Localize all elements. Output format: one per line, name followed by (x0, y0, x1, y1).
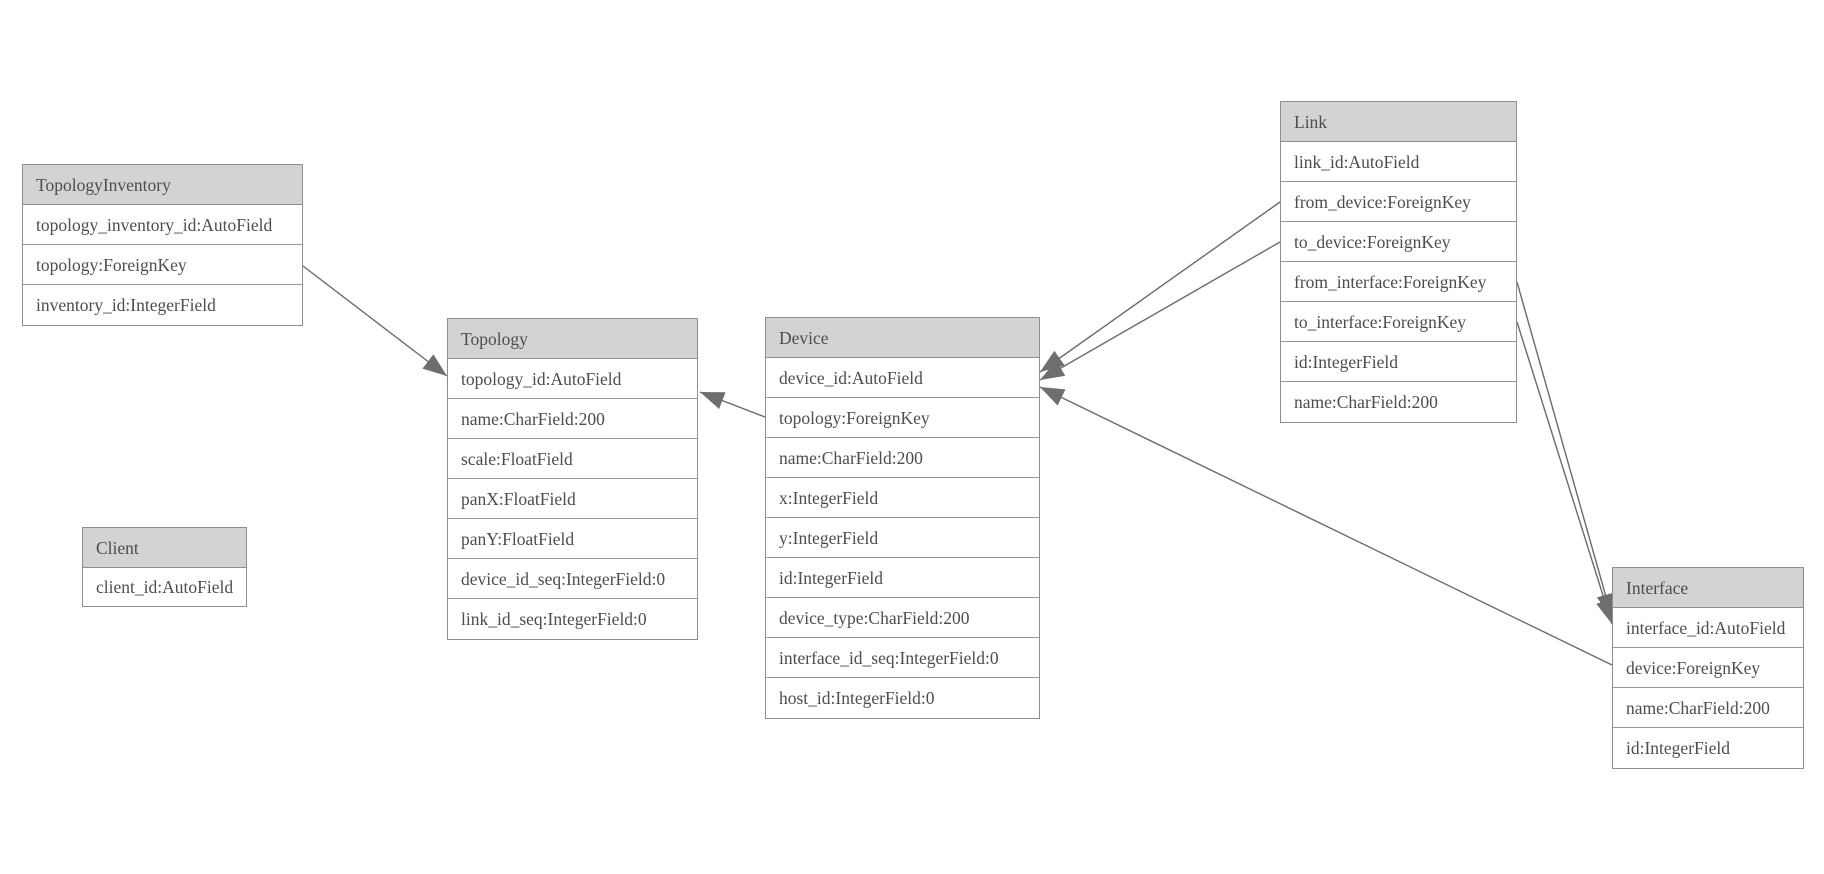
entity-link: Link link_id:AutoField from_device:Forei… (1280, 101, 1517, 423)
entity-field-row: topology:ForeignKey (766, 398, 1039, 438)
entity-field-row: name:CharField:200 (1281, 382, 1516, 422)
relation-interface-device (1039, 386, 1613, 666)
entity-field-row: x:IntegerField (766, 478, 1039, 518)
entity-device-title: Device (766, 318, 1039, 358)
entity-field-row: interface_id_seq:IntegerField:0 (766, 638, 1039, 678)
entity-interface: Interface interface_id:AutoField device:… (1612, 567, 1804, 769)
entity-topologyinventory: TopologyInventory topology_inventory_id:… (22, 164, 303, 326)
entity-field-row: to_device:ForeignKey (1281, 222, 1516, 262)
relation-link-todevice-device (1039, 241, 1281, 381)
entity-device: Device device_id:AutoField topology:Fore… (765, 317, 1040, 719)
relation-link-frominterface-interface (1516, 281, 1615, 619)
entity-field-row: host_id:IntegerField:0 (766, 678, 1039, 718)
entity-field-row: device:ForeignKey (1613, 648, 1803, 688)
relation-link-tointerface-interface (1516, 321, 1614, 625)
entity-field-row: client_id:AutoField (83, 568, 246, 606)
entity-field-row: id:IntegerField (1281, 342, 1516, 382)
entity-client-title: Client (83, 528, 246, 568)
relation-device-topology (699, 391, 766, 418)
entity-topology: Topology topology_id:AutoField name:Char… (447, 318, 698, 640)
entity-field-row: from_interface:ForeignKey (1281, 262, 1516, 302)
entity-client: Client client_id:AutoField (82, 527, 247, 607)
entity-field-row: panX:FloatField (448, 479, 697, 519)
entity-field-row: id:IntegerField (766, 558, 1039, 598)
entity-field-row: id:IntegerField (1613, 728, 1803, 768)
entity-interface-title: Interface (1613, 568, 1803, 608)
entity-topology-title: Topology (448, 319, 697, 359)
entity-field-row: link_id_seq:IntegerField:0 (448, 599, 697, 639)
entity-link-title: Link (1281, 102, 1516, 142)
entity-field-row: name:CharField:200 (448, 399, 697, 439)
entity-field-row: topology_inventory_id:AutoField (23, 205, 302, 245)
entity-field-row: panY:FloatField (448, 519, 697, 559)
entity-field-row: interface_id:AutoField (1613, 608, 1803, 648)
relation-topologyinventory-topology (302, 265, 448, 377)
entity-field-row: link_id:AutoField (1281, 142, 1516, 182)
entity-field-row: scale:FloatField (448, 439, 697, 479)
entity-field-row: y:IntegerField (766, 518, 1039, 558)
entity-field-row: device_type:CharField:200 (766, 598, 1039, 638)
entity-field-row: from_device:ForeignKey (1281, 182, 1516, 222)
entity-field-row: name:CharField:200 (1613, 688, 1803, 728)
entity-field-row: name:CharField:200 (766, 438, 1039, 478)
entity-field-row: topology_id:AutoField (448, 359, 697, 399)
entity-field-row: inventory_id:IntegerField (23, 285, 302, 325)
entity-field-row: device_id_seq:IntegerField:0 (448, 559, 697, 599)
relation-link-fromdevice-device (1039, 201, 1281, 373)
entity-field-row: topology:ForeignKey (23, 245, 302, 285)
entity-field-row: device_id:AutoField (766, 358, 1039, 398)
entity-topologyinventory-title: TopologyInventory (23, 165, 302, 205)
entity-field-row: to_interface:ForeignKey (1281, 302, 1516, 342)
